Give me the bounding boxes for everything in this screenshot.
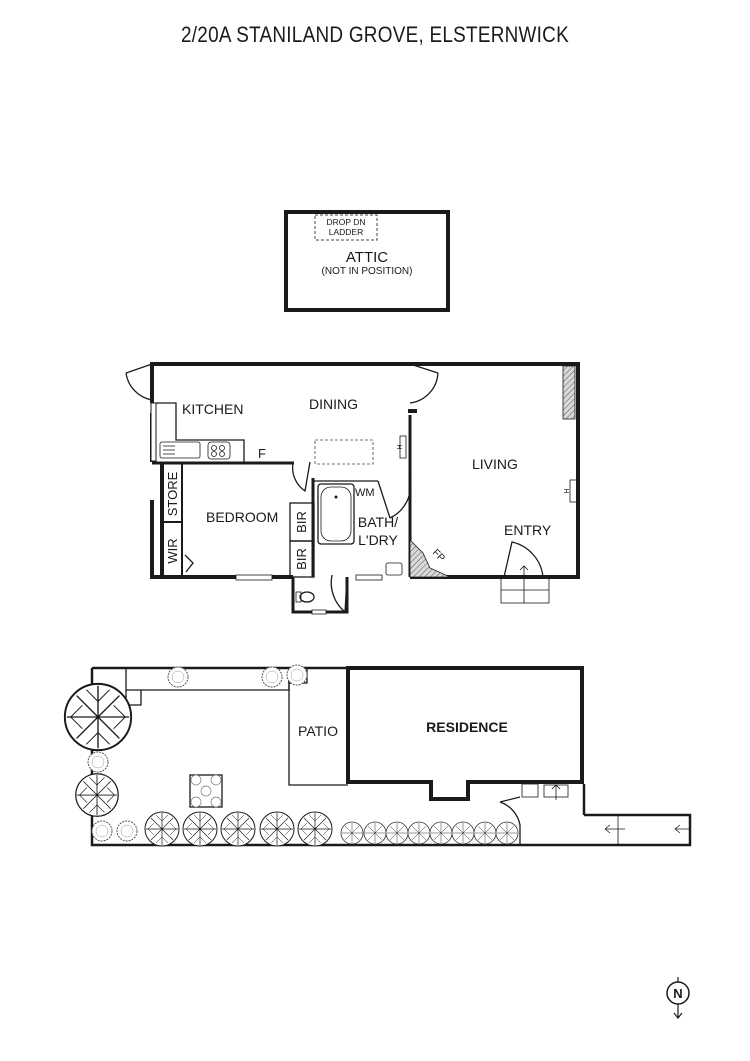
- drop-down-ladder: [314, 214, 378, 241]
- heater-label-1: H: [397, 444, 404, 449]
- bedroom-label: BEDROOM: [206, 509, 278, 525]
- north-arrow-icon: N: [666, 977, 690, 1019]
- compass-label: N: [673, 986, 682, 1001]
- page-title: 2/20A STANILAND GROVE, ELSTERNWICK: [181, 22, 569, 47]
- kitchen-label: KITCHEN: [182, 401, 243, 417]
- laundry-label: L'DRY: [358, 532, 398, 548]
- entry-label: ENTRY: [504, 522, 552, 538]
- attic-note: (NOT IN POSITION): [322, 266, 413, 277]
- attic-label: ATTIC: [346, 249, 388, 266]
- site-plan: PATIO RESIDENCE: [63, 664, 692, 847]
- dining-table: [314, 439, 374, 465]
- main-floor-plan: F KITCHEN DINING LIVING ENTRY BEDROOM ST…: [125, 362, 580, 615]
- bath-label: BATH/: [358, 514, 398, 530]
- attic-plan: DROP DN LADDER ATTIC (NOT IN POSITION): [284, 210, 450, 312]
- fireplace-label: FP: [430, 547, 447, 564]
- wm-label: WM: [355, 487, 375, 499]
- wir-label: WIR: [165, 538, 180, 563]
- store-label: STORE: [165, 471, 180, 516]
- fridge-label: F: [258, 446, 266, 461]
- heater-label-2: H: [564, 488, 571, 493]
- bir-label-1: BIR: [294, 511, 309, 533]
- ladder-label-1: DROP DN: [326, 217, 365, 227]
- dining-label: DINING: [309, 396, 358, 412]
- bir-label-2: BIR: [294, 548, 309, 570]
- residence-label: RESIDENCE: [426, 719, 508, 735]
- living-label: LIVING: [472, 456, 518, 472]
- patio-label: PATIO: [298, 723, 338, 739]
- ladder-label-2: LADDER: [329, 227, 363, 237]
